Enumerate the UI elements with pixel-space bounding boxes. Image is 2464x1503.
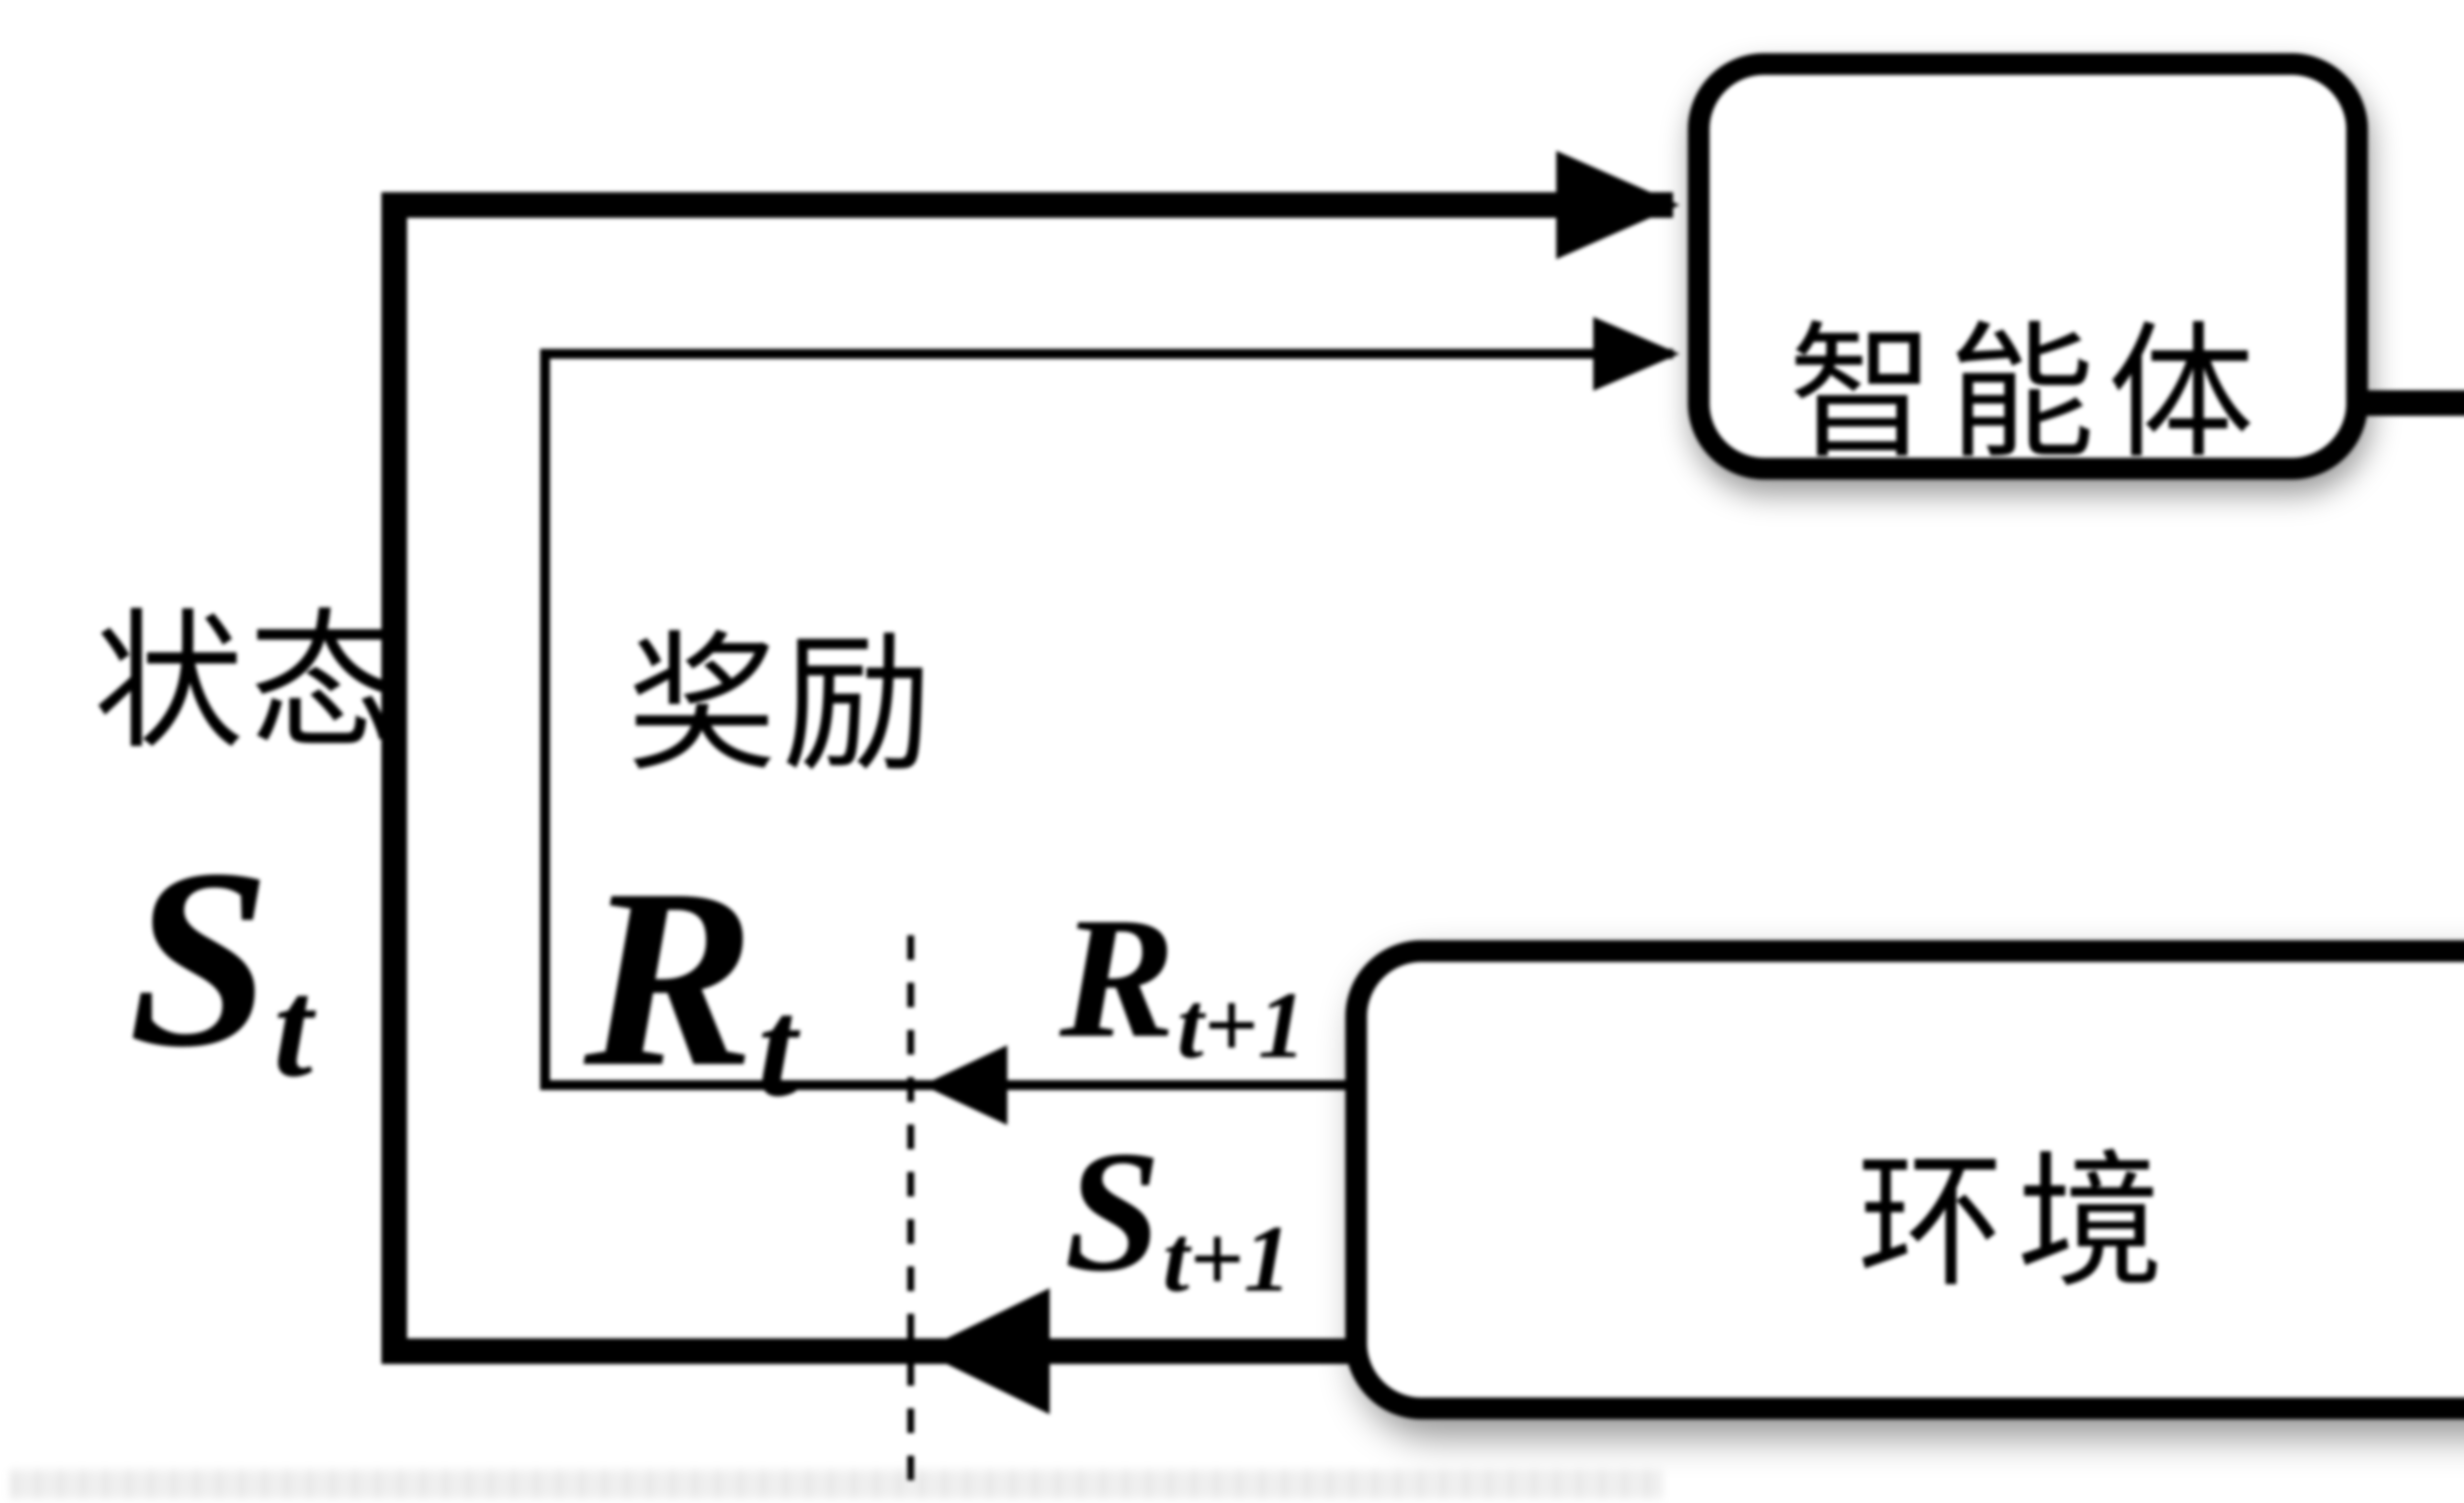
state-symbol: St bbox=[128, 830, 312, 1098]
cropped-caption-remnant bbox=[12, 1470, 1661, 1499]
arrowhead-state-into-agent bbox=[1556, 151, 1679, 259]
next-state-symbol: St+1 bbox=[1064, 1125, 1292, 1306]
arrowhead-reward-into-agent bbox=[1593, 317, 1679, 391]
next-state-symbol-base: S bbox=[1064, 1115, 1161, 1307]
next-reward-symbol-subscript: t+1 bbox=[1177, 971, 1306, 1078]
environment-label: 环境 bbox=[1857, 1142, 2177, 1305]
state-symbol-base: S bbox=[128, 817, 271, 1100]
arrowhead-next-reward-icon bbox=[923, 1045, 1007, 1125]
state-loop-line bbox=[381, 192, 1673, 1364]
environment-box: 环境 bbox=[1345, 940, 2464, 1419]
next-reward-symbol-base: R bbox=[1060, 882, 1175, 1074]
next-reward-symbol: Rt+1 bbox=[1060, 891, 1306, 1072]
reward-caption: 奖励 bbox=[627, 622, 937, 789]
state-caption: 状态 bbox=[94, 600, 404, 767]
next-state-symbol-subscript: t+1 bbox=[1163, 1205, 1292, 1311]
state-symbol-subscript: t bbox=[273, 949, 313, 1106]
agent-box: 智能体 bbox=[1688, 53, 2368, 479]
arrowhead-next-state-icon bbox=[921, 1288, 1050, 1414]
reward-symbol-base: R bbox=[584, 836, 755, 1120]
reward-symbol-subscript: t bbox=[757, 969, 797, 1126]
agent-label: 智能体 bbox=[1788, 313, 2267, 476]
reward-symbol: Rt bbox=[584, 850, 797, 1118]
